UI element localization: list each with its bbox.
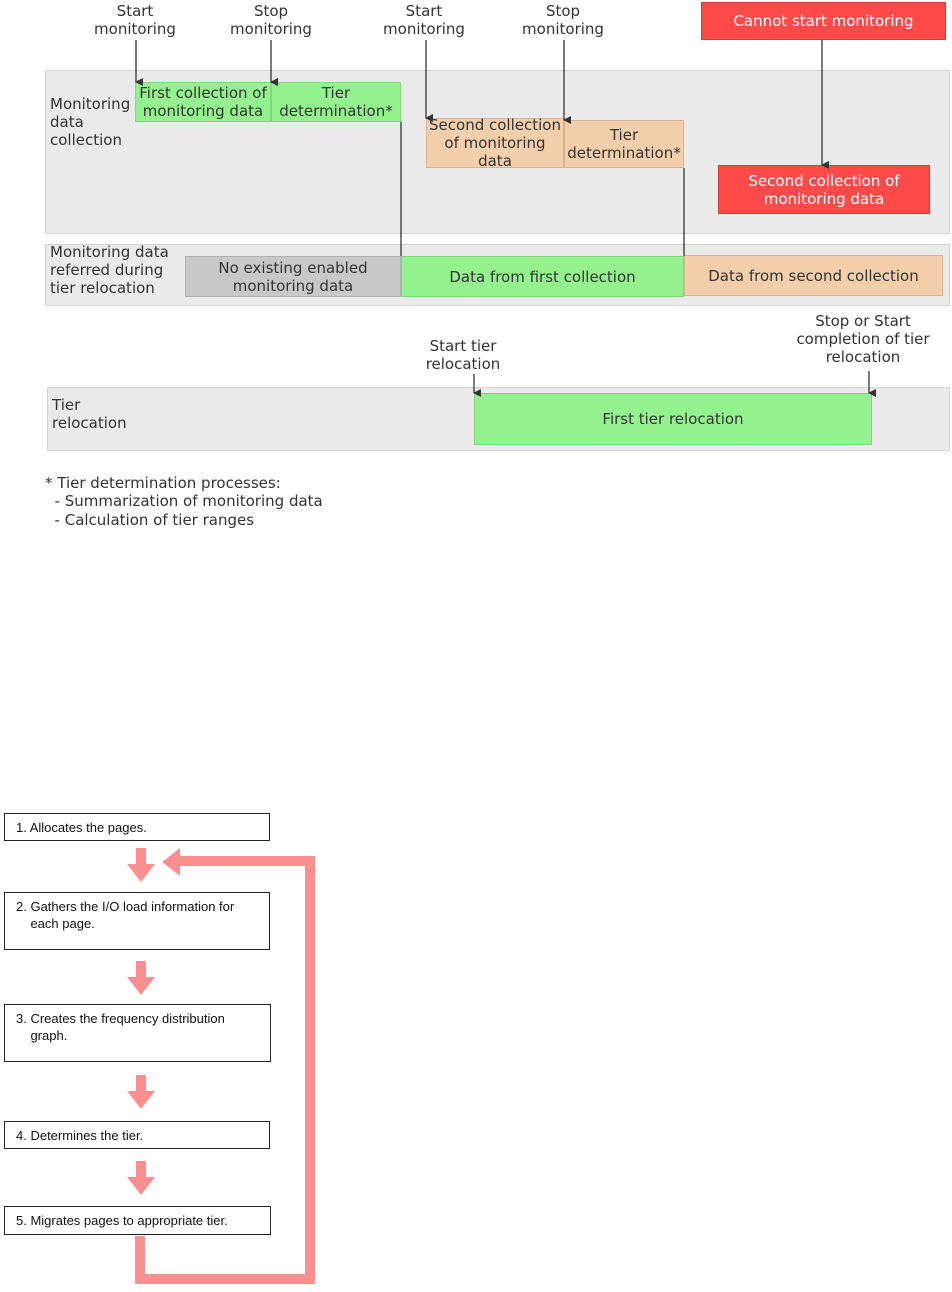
down-arrow-4 xyxy=(127,1161,155,1195)
flow-step-5: 5. Migrates pages to appropriate tier. xyxy=(4,1206,271,1235)
first-tier-relocation-box: First tier relocation xyxy=(474,393,872,445)
footnote-item-1: - Summarization of monitoring data xyxy=(45,492,323,510)
event-label-start-monitoring-2: Start monitoring xyxy=(383,2,465,38)
timeline-arrows xyxy=(135,40,876,397)
event-label-start-tier-relocation: Start tier relocation xyxy=(425,337,501,373)
second-collection-failed-box: Second collection of monitoring data xyxy=(718,165,930,214)
flow-step-4: 4. Determines the tier. xyxy=(4,1121,270,1149)
row-label-monitoring-data-collection: Monitoring data collection xyxy=(50,95,131,149)
second-collection-box: Second collection of monitoring data xyxy=(426,116,564,170)
event-label-stop-monitoring-1: Stop monitoring xyxy=(230,2,312,38)
flow-step-1: 1. Allocates the pages. xyxy=(4,813,270,841)
down-arrow-3 xyxy=(127,1075,155,1109)
row-label-monitoring-data-referred: Monitoring data referred during tier rel… xyxy=(50,243,169,297)
flow-step-3: 3. Creates the frequency distribution gr… xyxy=(4,1004,271,1062)
event-label-start-monitoring-1: Start monitoring xyxy=(94,2,176,38)
row-label-tier-relocation: Tier relocation xyxy=(52,396,127,432)
tier-determination-2-box: Tier determination* xyxy=(564,120,684,168)
tier-determination-1-box: Tier determination* xyxy=(271,82,401,122)
data-second-collection-box: Data from second collection xyxy=(684,255,943,296)
down-arrow-1 xyxy=(127,848,155,882)
data-first-collection-box: Data from first collection xyxy=(401,256,684,297)
no-existing-data-box: No existing enabled monitoring data xyxy=(185,256,401,297)
event-label-stop-monitoring-2: Stop monitoring xyxy=(522,2,604,38)
event-label-stop-or-start-completion: Stop or Start completion of tier relocat… xyxy=(796,312,930,366)
footnote-item-2: - Calculation of tier ranges xyxy=(45,511,255,529)
down-arrow-2 xyxy=(127,961,155,995)
flow-step-2: 2. Gathers the I/O load information for … xyxy=(4,892,270,950)
first-collection-box: First collection of monitoring data xyxy=(135,82,271,122)
footnote-title: * Tier determination processes: xyxy=(45,474,281,492)
cannot-start-monitoring-box: Cannot start monitoring xyxy=(701,2,946,40)
flow-arrows xyxy=(127,848,315,1284)
